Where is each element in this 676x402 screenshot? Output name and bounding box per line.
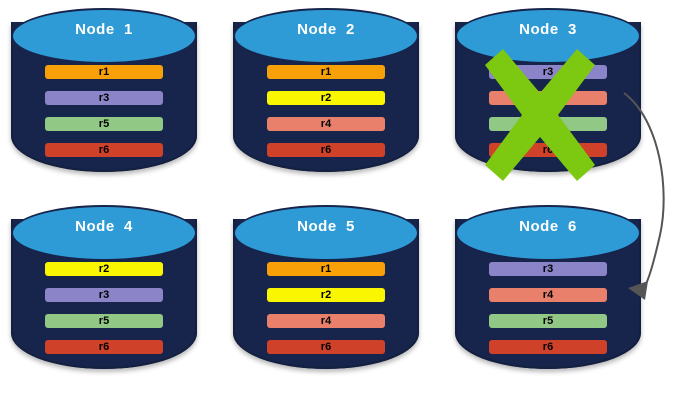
database-node-5[interactable]: Node 5 r1 r2 r4 r6	[233, 205, 419, 383]
replica-list: r3 r4 r5 r6	[489, 262, 607, 354]
node-title: Node 6	[519, 218, 577, 235]
node-title: Node 1	[75, 21, 133, 38]
replica-bar-r3: r3	[489, 65, 607, 79]
replica-bar-r6: r6	[267, 340, 385, 354]
replica-bar-r1: r1	[45, 65, 163, 79]
replica-bar-r6: r6	[267, 143, 385, 157]
replica-bar-r2: r2	[45, 262, 163, 276]
replica-bar-r5: r5	[45, 117, 163, 131]
replica-bar-r6: r6	[489, 340, 607, 354]
node-title: Node 4	[75, 218, 133, 235]
replica-bar-r4: r4	[267, 314, 385, 328]
cylinder-top	[233, 8, 419, 64]
replica-bar-r3: r3	[45, 91, 163, 105]
replica-bar-r4: r4	[489, 288, 607, 302]
replica-bar-r1: r1	[267, 262, 385, 276]
replica-bar-r6: r6	[489, 143, 607, 157]
node-title: Node 3	[519, 21, 577, 38]
node-title: Node 5	[297, 218, 355, 235]
replica-bar-r6: r6	[45, 340, 163, 354]
replica-bar-r6: r6	[45, 143, 163, 157]
database-node-1[interactable]: Node 1 r1 r3 r5 r6	[11, 8, 197, 186]
replica-bar-r1: r1	[267, 65, 385, 79]
node-title: Node 2	[297, 21, 355, 38]
database-node-4[interactable]: Node 4 r2 r3 r5 r6	[11, 205, 197, 383]
replica-list: r2 r3 r5 r6	[45, 262, 163, 354]
replica-bar-r2: r2	[267, 91, 385, 105]
replica-bar-r5: r5	[489, 314, 607, 328]
database-node-2[interactable]: Node 2 r1 r2 r4 r6	[233, 8, 419, 186]
replica-bar-r4: r4	[267, 117, 385, 131]
cylinder-top	[11, 205, 197, 261]
replica-bar-r3: r3	[45, 288, 163, 302]
replica-bar-r4: r4	[489, 91, 607, 105]
cylinder-top	[233, 205, 419, 261]
cylinder-top	[11, 8, 197, 64]
replica-bar-r2: r2	[267, 288, 385, 302]
replica-list: r1 r2 r4 r6	[267, 262, 385, 354]
replica-bar-r5: r5	[45, 314, 163, 328]
cylinder-top	[455, 205, 641, 261]
replica-bar-r5: r5	[489, 117, 607, 131]
replica-bar-r3: r3	[489, 262, 607, 276]
replica-list: r1 r2 r4 r6	[267, 65, 385, 157]
database-node-6[interactable]: Node 6 r3 r4 r5 r6	[455, 205, 641, 383]
database-node-3[interactable]: Node 3 r3 r4 r5 r6	[455, 8, 641, 186]
replica-list: r3 r4 r5 r6	[489, 65, 607, 157]
replica-list: r1 r3 r5 r6	[45, 65, 163, 157]
